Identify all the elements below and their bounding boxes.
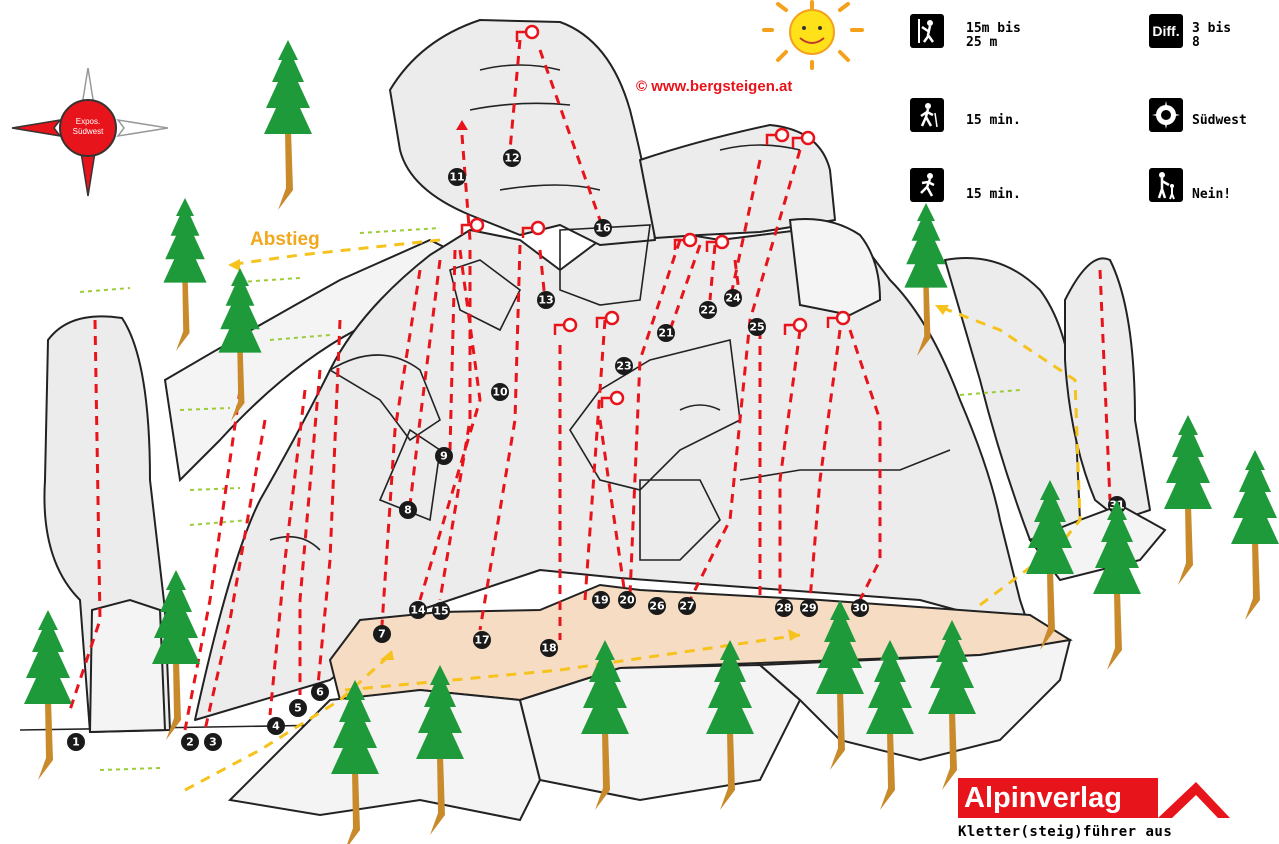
route-marker: 18 [540,639,558,657]
route-number: 14 [410,604,426,617]
route-marker: 20 [618,591,636,609]
route-marker: 23 [615,357,633,375]
descent-runner-icon [910,168,944,202]
route-marker: 7 [373,625,391,643]
difficulty-text: 3 bis 8 [1192,22,1231,50]
route-number: 17 [474,634,489,647]
route-marker: 15 [432,602,450,620]
route-number: 18 [541,642,556,655]
route-number: 30 [852,602,868,615]
route-marker: 13 [537,291,555,309]
hiker-icon [910,98,944,132]
route-marker: 24 [724,289,742,307]
route-number: 3 [209,736,217,749]
mountain-logo-icon [1158,782,1230,818]
route-number: 25 [749,321,764,334]
route-number: 13 [538,294,553,307]
route-marker: 28 [775,599,793,617]
route-number: 11 [449,171,464,184]
route-marker: 25 [748,318,766,336]
exposure-compass-icon [1149,98,1183,132]
tree [1164,415,1212,585]
route-marker: 30 [851,599,869,617]
route-marker: 29 [800,599,818,617]
rock-upper-tower [390,20,655,245]
route-marker: 21 [657,324,675,342]
publisher-tagline: Kletter(steig)führer aus [958,824,1172,840]
child-friendly-text: Nein! [1192,188,1231,202]
route-number: 20 [619,594,635,607]
route-number: 4 [272,720,280,733]
descent-time-text: 15 min. [966,188,1021,202]
difficulty-icon: Diff. [1149,14,1183,48]
tree [24,610,72,780]
route-number: 22 [700,304,715,317]
sun-icon [764,2,862,68]
approach-time-text: 15 min. [966,114,1021,128]
route-marker: 11 [448,168,466,186]
route-number: 10 [492,386,508,399]
route-marker: 9 [435,447,453,465]
compass-label-1: Expos. [76,117,100,126]
route-number: 16 [595,222,611,235]
tree [264,40,312,210]
route-number: 21 [658,327,673,340]
route-number: 8 [404,504,412,517]
route-marker: 5 [289,699,307,717]
route-number: 29 [801,602,816,615]
climber-icon [910,14,944,48]
descent-label: Abstieg [250,229,320,251]
route-number: 19 [593,594,608,607]
route-number: 12 [504,152,519,165]
route-number: 26 [649,600,665,613]
compass-label-2: Südwest [73,127,104,136]
route-marker: 19 [592,591,610,609]
route-number: 1 [72,736,80,749]
route-number: 15 [433,605,448,618]
route-marker: 17 [473,631,491,649]
route-marker: 12 [503,149,521,167]
route-length-text: 15m bis 25 m [966,22,1021,50]
route-marker: 27 [678,597,696,615]
route-marker: 16 [594,219,612,237]
route-number: 2 [186,736,194,749]
compass-rose-icon: Expos. Südwest [12,68,168,196]
route-number: 7 [378,628,386,641]
route-marker: 1 [67,733,85,751]
family-icon [1149,168,1183,202]
route-marker: 10 [491,383,509,401]
route-marker: 26 [648,597,666,615]
route-number: 5 [294,702,302,715]
exposure-text: Südwest [1192,114,1247,128]
route-marker: 4 [267,717,285,735]
copyright-text: © www.bergsteigen.at [636,78,792,95]
route-marker: 14 [409,601,427,619]
route-number: 24 [725,292,741,305]
route-number: 27 [679,600,694,613]
route-number: 9 [440,450,448,463]
route-marker: 6 [311,683,329,701]
publisher-name: Alpinverlag [958,778,1158,818]
difficulty-icon-label: Diff. [1152,23,1179,39]
tree [163,198,206,351]
route-number: 23 [616,360,631,373]
route-marker: 2 [181,733,199,751]
route-marker: 8 [399,501,417,519]
route-marker: 22 [699,301,717,319]
route-marker: 3 [204,733,222,751]
route-number: 6 [316,686,324,699]
route-number: 28 [776,602,791,615]
tree [1231,450,1279,620]
